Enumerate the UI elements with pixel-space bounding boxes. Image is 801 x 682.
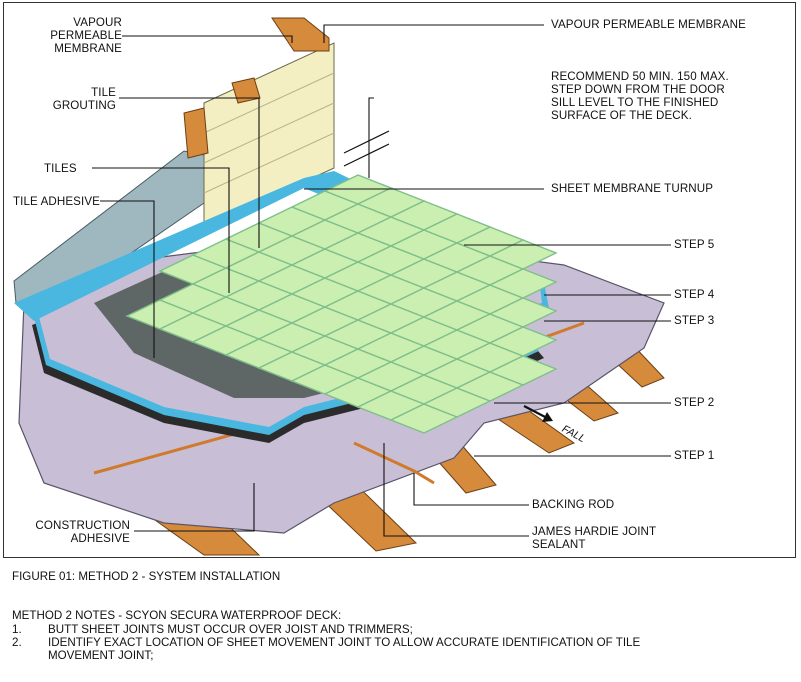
tile xyxy=(488,355,558,386)
leader-line xyxy=(122,35,293,43)
label-step3: STEP 3 xyxy=(674,314,715,327)
leader-line xyxy=(413,473,529,506)
cladding-line xyxy=(203,102,335,164)
note-text: IDENTIFY EXACT LOCATION OF SHEET MOVEMEN… xyxy=(48,636,641,649)
leader-line xyxy=(323,24,544,43)
leader-lines xyxy=(92,24,671,537)
note-number: 2. xyxy=(12,636,22,649)
sheet-joint xyxy=(353,441,435,485)
label-tile-grouting: TILE GROUTING xyxy=(52,86,116,112)
break-marks xyxy=(343,130,390,167)
tile xyxy=(488,297,558,328)
notes-title: METHOD 2 NOTES - SCYON SECURA WATERPROOF… xyxy=(12,609,342,622)
wall-stud xyxy=(183,107,209,159)
cladding-line xyxy=(203,132,335,194)
tile xyxy=(488,326,558,357)
fall-arrow xyxy=(523,405,553,422)
fall-arrow-head xyxy=(542,412,553,422)
label-construction-adhesive: CONSTRUCTION ADHESIVE xyxy=(35,519,130,545)
leader-line xyxy=(383,443,529,537)
wall-stud xyxy=(271,17,330,52)
label-step-down-note: RECOMMEND 50 MIN. 150 MAX. STEP DOWN FRO… xyxy=(551,70,729,122)
label-tile-adhesive: TILE ADHESIVE xyxy=(13,195,100,208)
label-step2: STEP 2 xyxy=(674,396,715,409)
leader-line xyxy=(92,167,230,293)
label-sheet-membrane-turnup: SHEET MEMBRANE TURNUP xyxy=(551,182,714,195)
label-step4: STEP 4 xyxy=(674,288,715,301)
label-vapour-permeable-left: VAPOUR PERMEABLE MEMBRANE xyxy=(50,16,122,55)
label-tiles: TILES xyxy=(44,162,77,175)
tiles-group xyxy=(125,174,558,434)
figure-caption: FIGURE 01: METHOD 2 - SYSTEM INSTALLATIO… xyxy=(12,570,281,583)
wall-stud xyxy=(231,77,261,104)
note-text: MOVEMENT JOINT; xyxy=(48,649,154,662)
label-backing-rod: BACKING ROD xyxy=(532,498,615,511)
note-text: BUTT SHEET JOINTS MUST OCCUR OVER JOIST … xyxy=(48,623,413,636)
label-step1: STEP 1 xyxy=(674,449,715,462)
break-mark xyxy=(343,143,390,167)
leader-line xyxy=(134,483,255,532)
deck-diagram xyxy=(13,17,671,556)
note-number: 1. xyxy=(12,623,22,636)
label-step5: STEP 5 xyxy=(674,238,715,251)
label-james-hardie-sealant: JAMES HARDIE JOINT SEALANT xyxy=(532,525,657,551)
leader-line xyxy=(119,97,260,248)
leader-line xyxy=(368,97,374,178)
cladding-line xyxy=(203,72,335,134)
figure-frame: VAPOUR PERMEABLE MEMBRANE TILE GROUTING … xyxy=(3,2,796,558)
tile xyxy=(488,268,558,299)
leader-line xyxy=(100,200,155,358)
label-vapour-permeable-right: VAPOUR PERMEABLE MEMBRANE xyxy=(551,18,746,31)
break-mark xyxy=(343,130,390,154)
